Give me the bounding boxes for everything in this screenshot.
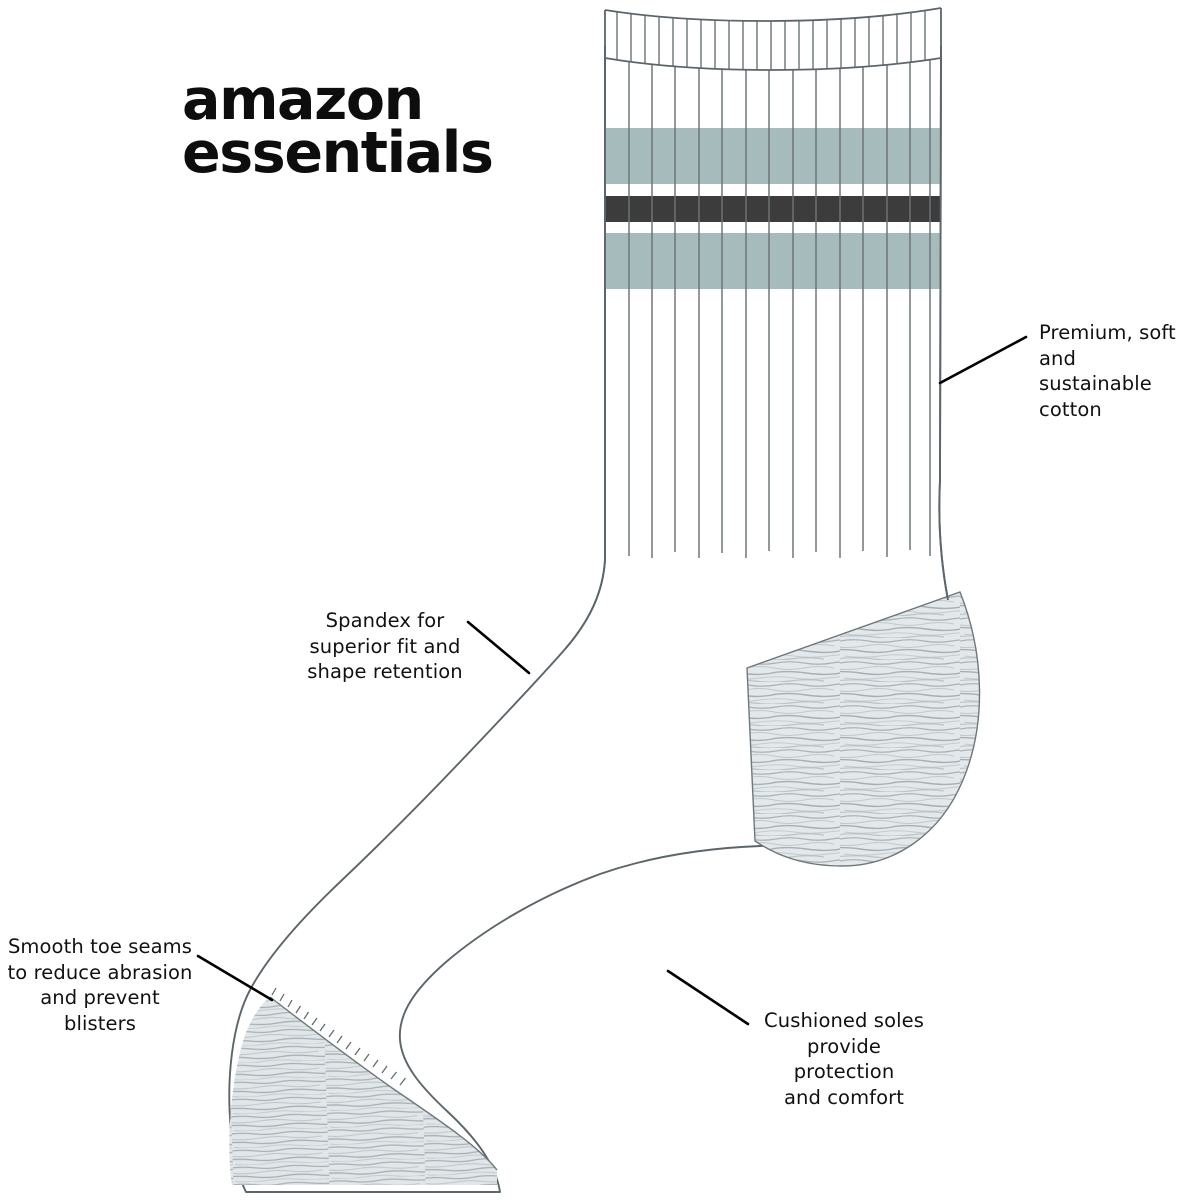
rib-lines (628, 46, 931, 558)
cuff-stripes (605, 128, 941, 289)
heel-seam-line (746, 591, 981, 867)
brand-logo: amazon essentials (182, 67, 522, 186)
sock-edges (565, 45, 949, 649)
center-dark-stripe (605, 196, 941, 222)
toe-seam-line (269, 996, 498, 1171)
leader-line-spandex (466, 620, 531, 675)
callout-smooth-toe-seams-label: Smooth toe seams to reduce abrasion and … (7, 935, 193, 1036)
brand-logo-line-1: amazon (182, 67, 424, 133)
brand-logo-line-2: essentials (182, 120, 494, 186)
cuff-top-edge (604, 7, 942, 22)
leader-line-toe (196, 954, 274, 1002)
leader-line-soles (666, 969, 750, 1026)
callout-cushioned-soles-label: Cushioned soles provide protection and c… (764, 1009, 924, 1110)
toe-zigzag-stitching (271, 987, 406, 1086)
lower-sage-stripe (605, 233, 941, 289)
cuff-hem-edge (604, 57, 942, 71)
upper-sage-stripe (605, 128, 941, 184)
callout-premium-cotton-label: Premium, soft and sustainable cotton (1039, 321, 1176, 422)
leader-lines (196, 335, 1028, 1026)
callout-spandex-fit-label: Spandex for superior fit and shape reten… (307, 609, 463, 684)
leader-line-cotton (938, 335, 1028, 385)
